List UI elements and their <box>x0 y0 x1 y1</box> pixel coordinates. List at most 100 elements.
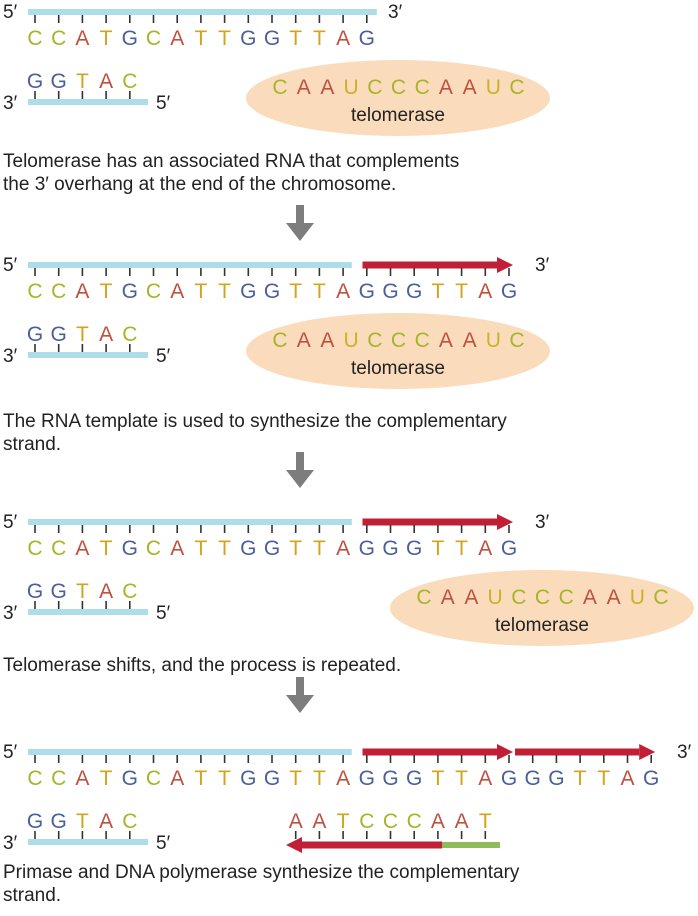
base-A: A <box>336 767 350 790</box>
rna-base-A: A <box>463 76 477 99</box>
base-G: G <box>264 537 280 560</box>
base-G: G <box>27 580 43 603</box>
base-T: T <box>431 767 444 790</box>
base-G: G <box>122 27 138 50</box>
base-A: A <box>289 810 303 833</box>
caption-step-1: Telomerase has an associated RNA that co… <box>3 151 460 195</box>
base-A: A <box>336 27 350 50</box>
base-C: C <box>146 767 161 790</box>
base-A: A <box>431 810 445 833</box>
base-A: A <box>336 280 350 303</box>
enzyme-label: telomerase <box>351 105 445 126</box>
enzyme-body <box>246 313 550 389</box>
upper-backbone <box>28 262 352 268</box>
caption-step-3: Telomerase shifts, and the process is re… <box>3 655 402 676</box>
base-T: T <box>455 280 468 303</box>
base-T: T <box>574 767 587 790</box>
base-T: T <box>76 810 89 833</box>
rna-base-C: C <box>653 586 668 609</box>
new-strand-arrow-1-shaft <box>362 261 497 269</box>
base-G: G <box>501 280 517 303</box>
base-G: G <box>240 537 256 560</box>
base-G: G <box>27 810 43 833</box>
rna-base-C: C <box>367 76 382 99</box>
caption-step-2: The RNA template is used to synthesize t… <box>3 411 507 455</box>
base-G: G <box>264 27 280 50</box>
base-A: A <box>99 810 113 833</box>
base-C: C <box>407 810 422 833</box>
base-T: T <box>313 537 326 560</box>
rna-base-C: C <box>559 586 574 609</box>
base-T: T <box>100 27 113 50</box>
rna-base-A: A <box>464 586 478 609</box>
base-A: A <box>75 537 89 560</box>
base-G: G <box>406 767 422 790</box>
rna-base-A: A <box>297 329 311 352</box>
base-C: C <box>27 767 42 790</box>
base-C: C <box>122 323 137 346</box>
base-T: T <box>194 767 207 790</box>
base-G: G <box>406 537 422 560</box>
base-C: C <box>122 580 137 603</box>
base-C: C <box>27 27 42 50</box>
base-G: G <box>27 70 43 93</box>
primer-segment <box>440 842 500 848</box>
base-T: T <box>337 810 350 833</box>
base-T: T <box>76 70 89 93</box>
rna-base-C: C <box>535 586 550 609</box>
upper-backbone <box>28 749 352 755</box>
three-prime-label: 3′ <box>3 93 18 114</box>
progress-arrow-shaft <box>296 677 304 697</box>
progress-arrow-shaft <box>296 205 304 225</box>
lower-backbone <box>28 99 148 105</box>
base-C: C <box>122 810 137 833</box>
three-prime-label: 3′ <box>3 603 18 624</box>
base-T: T <box>194 27 207 50</box>
base-A: A <box>620 767 634 790</box>
base-A: A <box>170 537 184 560</box>
enzyme-label: telomerase <box>351 358 445 379</box>
base-T: T <box>313 767 326 790</box>
rna-base-U: U <box>630 586 645 609</box>
rna-base-A: A <box>583 586 597 609</box>
new-strand-arrow-1-head <box>497 257 513 273</box>
five-prime-label: 5′ <box>3 512 18 533</box>
base-A: A <box>99 580 113 603</box>
base-C: C <box>383 810 398 833</box>
three-prime-label: 3′ <box>3 833 18 854</box>
base-A: A <box>478 280 492 303</box>
base-C: C <box>122 70 137 93</box>
base-T: T <box>313 280 326 303</box>
rna-base-C: C <box>272 76 287 99</box>
five-prime-label: 5′ <box>156 93 171 114</box>
new-strand-arrow-1-head <box>497 514 513 530</box>
new-strand-arrow-2-head <box>639 744 656 760</box>
base-T: T <box>100 537 113 560</box>
base-C: C <box>51 280 66 303</box>
base-G: G <box>406 280 422 303</box>
three-prime-label: 3′ <box>535 512 550 533</box>
three-prime-label: 3′ <box>677 742 692 763</box>
base-C: C <box>51 27 66 50</box>
progress-arrow-head <box>286 470 314 488</box>
lower-backbone <box>28 839 148 845</box>
base-G: G <box>122 537 138 560</box>
five-prime-label: 5′ <box>3 742 18 763</box>
rna-base-C: C <box>415 329 430 352</box>
base-G: G <box>122 767 138 790</box>
rna-base-C: C <box>272 329 287 352</box>
base-T: T <box>431 537 444 560</box>
base-G: G <box>359 767 375 790</box>
new-strand-arrow-2-shaft <box>515 748 640 756</box>
progress-arrow-3 <box>286 677 314 713</box>
base-T: T <box>100 767 113 790</box>
base-A: A <box>455 810 469 833</box>
base-A: A <box>170 27 184 50</box>
new-strand-arrow-1-shaft <box>362 518 497 526</box>
base-T: T <box>218 27 231 50</box>
